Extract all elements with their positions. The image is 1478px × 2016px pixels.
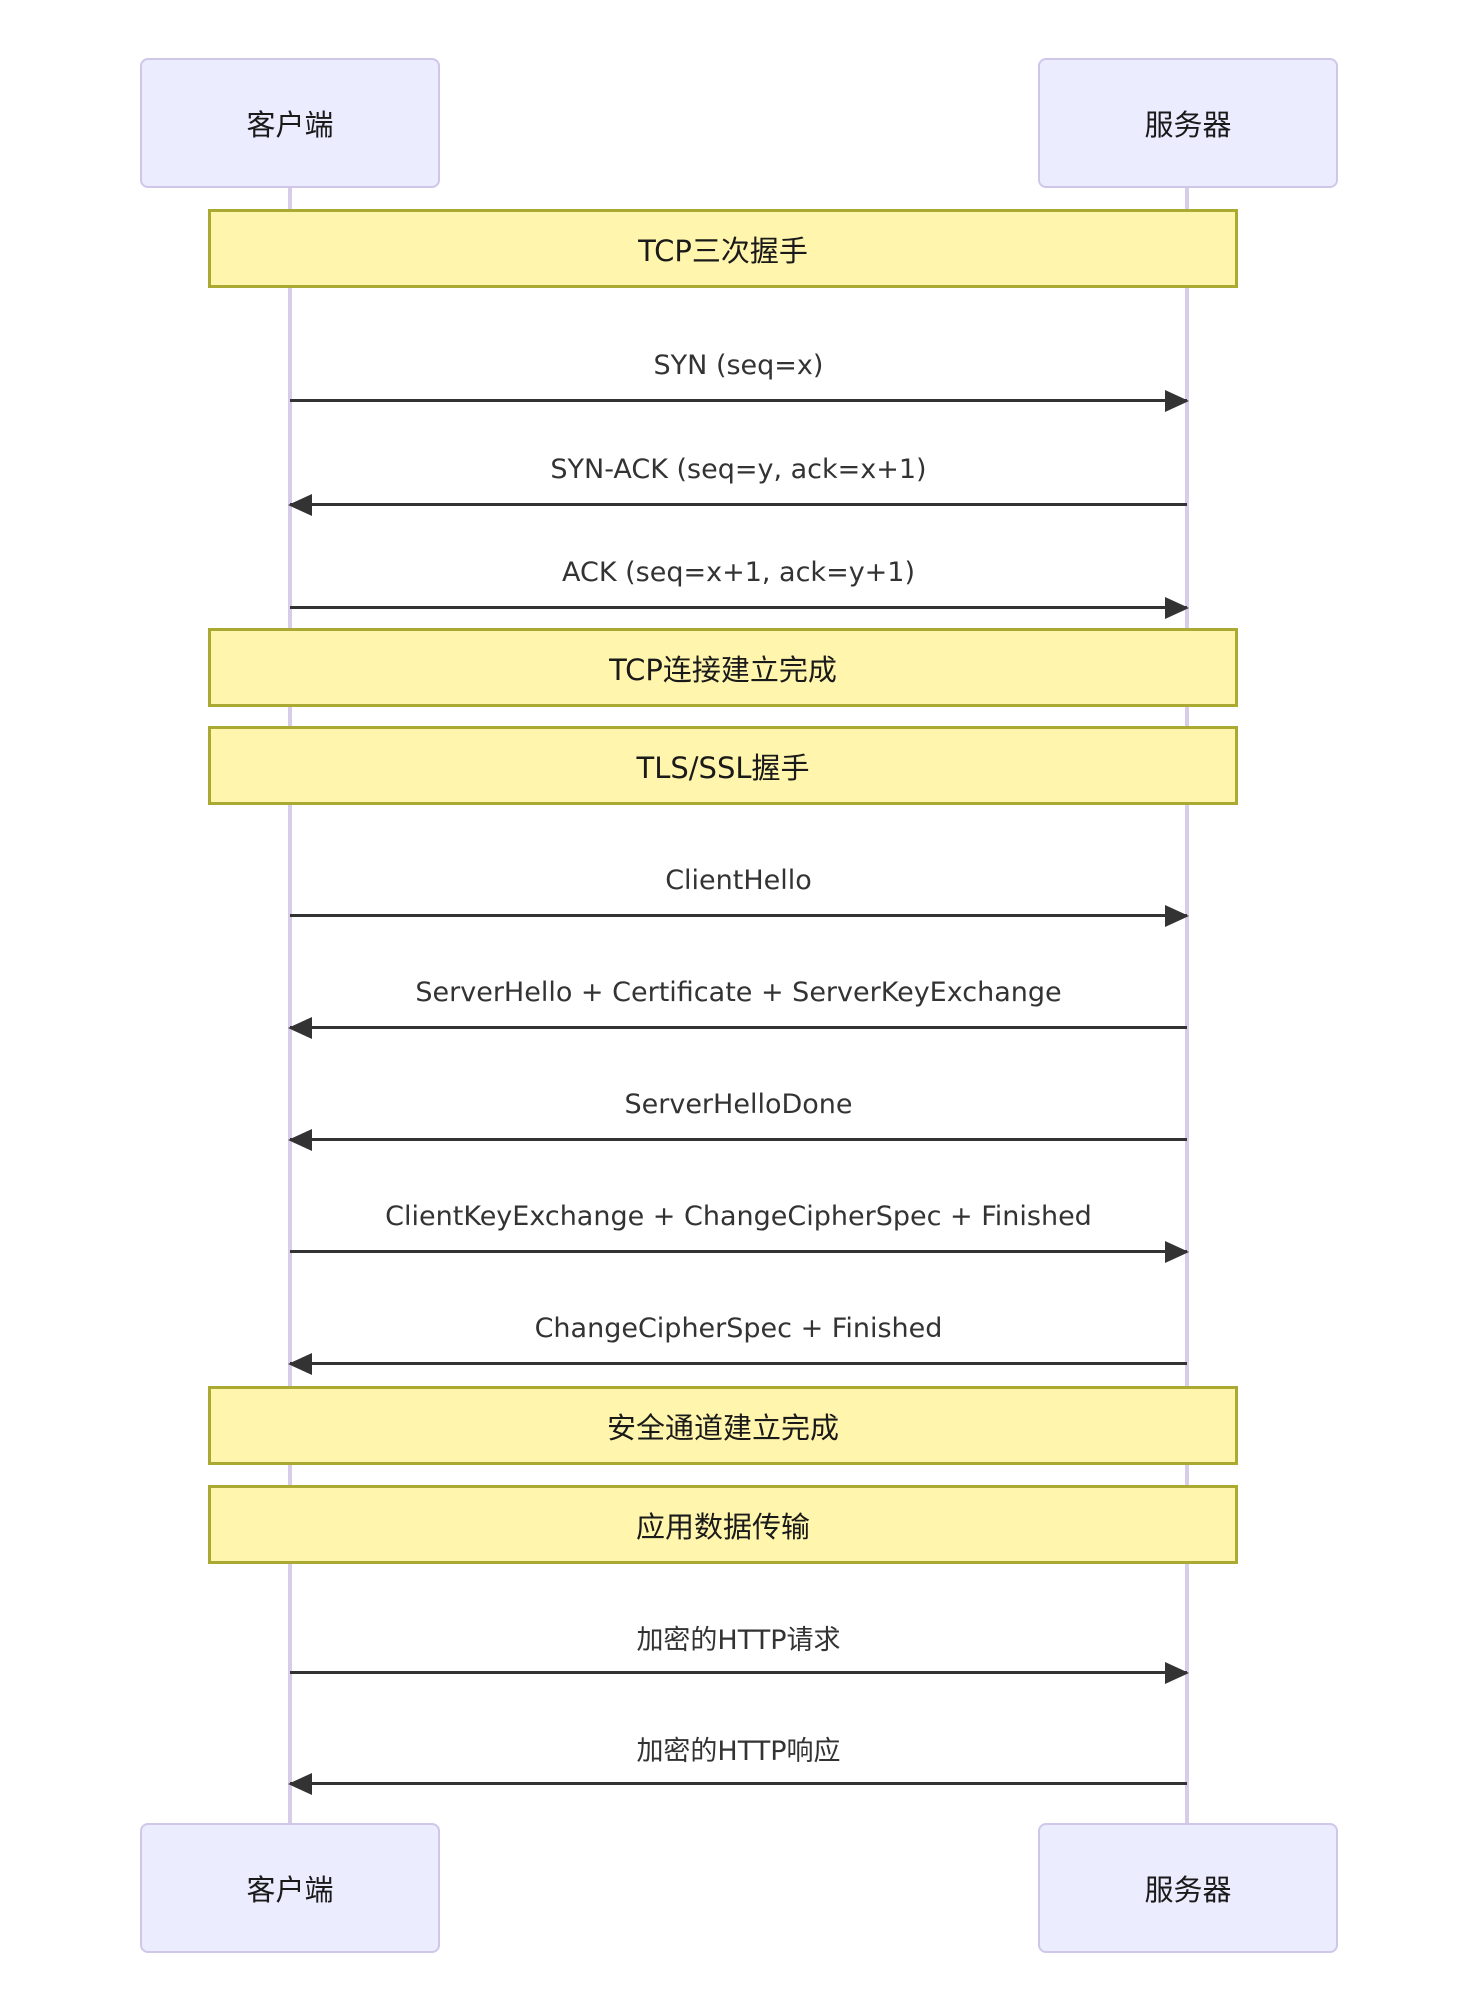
note-tcp-handshake-label: TCP三次握手	[638, 233, 808, 268]
msg-ack-label: ACK (seq=x+1, ack=y+1)	[561, 556, 916, 588]
msg-syn-label: SYN (seq=x)	[653, 349, 824, 381]
msg-change-cipher-spec-label: ChangeCipherSpec + Finished	[534, 1312, 943, 1344]
lifeline-server	[1185, 188, 1189, 1823]
msg-ack-arrow	[290, 606, 1187, 609]
actor-server-top: 服务器	[1038, 58, 1338, 188]
note-secure-channel-established: 安全通道建立完成	[208, 1386, 1238, 1465]
msg-syn-ack-arrow	[290, 503, 1187, 506]
actor-client-top: 客户端	[140, 58, 440, 188]
msg-server-hello-done-arrow	[290, 1138, 1187, 1141]
note-tcp-established-label: TCP连接建立完成	[609, 652, 837, 687]
note-tcp-handshake: TCP三次握手	[208, 209, 1238, 288]
msg-client-key-exchange-arrow	[290, 1250, 1187, 1253]
msg-client-hello-arrow	[290, 914, 1187, 917]
msg-http-response-arrow	[290, 1782, 1187, 1785]
msg-server-hello-done-label: ServerHelloDone	[624, 1088, 853, 1120]
msg-syn-ack-label: SYN-ACK (seq=y, ack=x+1)	[550, 453, 927, 485]
msg-syn-arrow	[290, 399, 1187, 402]
note-app-data-transfer: 应用数据传输	[208, 1485, 1238, 1564]
msg-http-request-arrow	[290, 1671, 1187, 1674]
actor-server-top-label: 服务器	[1144, 108, 1232, 142]
note-tls-handshake: TLS/SSL握手	[208, 726, 1238, 805]
msg-change-cipher-spec-arrow	[290, 1362, 1187, 1365]
actor-client-bottom: 客户端	[140, 1823, 440, 1953]
msg-client-hello-label: ClientHello	[665, 864, 812, 896]
note-tcp-established: TCP连接建立完成	[208, 628, 1238, 707]
msg-client-key-exchange-label: ClientKeyExchange + ChangeCipherSpec + F…	[385, 1200, 1092, 1232]
actor-client-top-label: 客户端	[246, 108, 334, 142]
msg-server-hello-arrow	[290, 1026, 1187, 1029]
lifeline-client	[288, 188, 292, 1823]
note-secure-channel-established-label: 安全通道建立完成	[606, 1410, 839, 1445]
note-tls-handshake-label: TLS/SSL握手	[636, 750, 810, 785]
msg-server-hello-label: ServerHello + Certificate + ServerKeyExc…	[415, 976, 1062, 1008]
msg-http-response-label: 加密的HTTP响应	[636, 1735, 841, 1767]
actor-client-bottom-label: 客户端	[246, 1873, 334, 1907]
msg-http-request-label: 加密的HTTP请求	[636, 1624, 841, 1656]
note-app-data-transfer-label: 应用数据传输	[635, 1509, 810, 1544]
actor-server-bottom: 服务器	[1038, 1823, 1338, 1953]
actor-server-bottom-label: 服务器	[1144, 1873, 1232, 1907]
